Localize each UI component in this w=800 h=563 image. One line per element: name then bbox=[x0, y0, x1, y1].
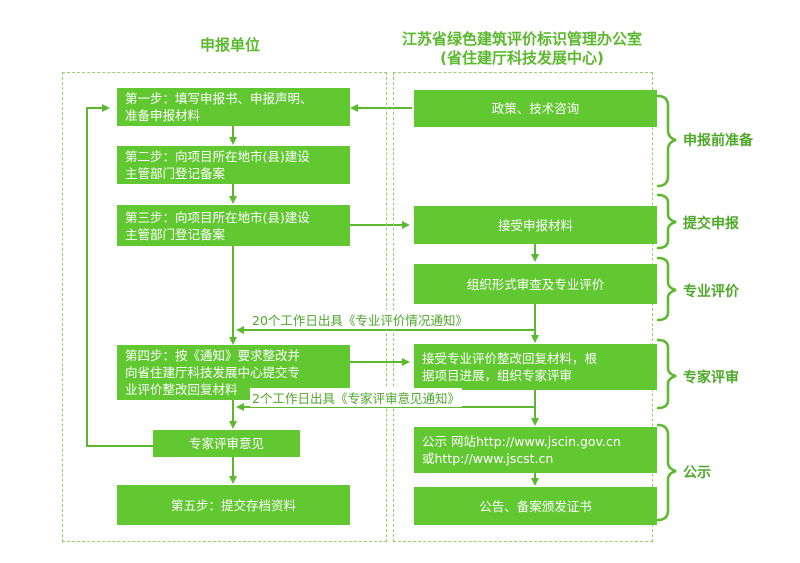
arrow-loop-back-step1 bbox=[86, 104, 153, 447]
step4-line1: 第四步：按《通知》要求整改并 bbox=[125, 348, 301, 363]
certificate-label: 公告、备案颁发证书 bbox=[479, 498, 592, 514]
step2-line2: 主管部门登记备案 bbox=[125, 166, 226, 181]
phase-review: 专业评价 bbox=[683, 284, 739, 300]
publicity-line1: 公示 网站http://www.jscin.gov.cn bbox=[422, 434, 621, 449]
bracket-submit bbox=[656, 193, 677, 250]
receive-box: 接受申报材料 bbox=[414, 206, 657, 244]
expert-review-box: 接受专业评价整改回复材料，根 据项目进展，组织专家评审 bbox=[414, 344, 657, 390]
expert-review-line1: 接受专业评价整改回复材料，根 bbox=[422, 351, 598, 366]
receive-label: 接受申报材料 bbox=[497, 217, 573, 233]
phase-expert: 专家评审 bbox=[683, 370, 739, 386]
step2-box: 第二步：向项目所在地市(县)建设 主管部门登记备案 bbox=[117, 146, 350, 184]
expert-opinion-box: 专家评审意见 bbox=[153, 430, 300, 457]
step1-line2: 准备申报材料 bbox=[125, 108, 201, 123]
right-column-title: 江苏省绿色建筑评价标识管理办公室 (省住建厅科技发展中心) bbox=[372, 30, 672, 68]
step1-box: 第一步：填写申报书、申报声明、 准备申报材料 bbox=[117, 88, 350, 126]
expert-opinion-label: 专家评审意见 bbox=[188, 436, 264, 451]
expert-review-line2: 据项目进展，组织专家评审 bbox=[422, 368, 573, 383]
consult-label: 政策、技术咨询 bbox=[491, 101, 580, 116]
left-column-title: 申报单位 bbox=[199, 36, 260, 54]
step3-box: 第三步：向项目所在地市(县)建设 主管部门登记备案 bbox=[117, 205, 350, 246]
review-box: 组织形式审查及专业评价 bbox=[414, 264, 657, 304]
notice1-label: 20个工作日出具《专业评价情况通知》 bbox=[250, 310, 470, 329]
consult-box: 政策、技术咨询 bbox=[414, 90, 657, 127]
right-column-title-line1: 江苏省绿色建筑评价标识管理办公室 bbox=[401, 30, 642, 48]
phase-prep: 申报前准备 bbox=[683, 133, 753, 149]
step1-line1: 第一步：填写申报书、申报声明、 bbox=[125, 91, 313, 106]
step2-line1: 第二步：向项目所在地市(县)建设 bbox=[125, 149, 310, 164]
step4-line3: 业评价整改回复材料 bbox=[125, 382, 238, 397]
step3-line1: 第三步：向项目所在地市(县)建设 bbox=[125, 209, 310, 225]
step5-box: 第五步：提交存档资料 bbox=[117, 485, 350, 525]
publicity-line2: 或http://www.jscst.cn bbox=[422, 451, 554, 466]
right-region bbox=[393, 72, 653, 542]
bracket-prep bbox=[656, 94, 677, 188]
bracket-review bbox=[656, 256, 677, 322]
certificate-box: 公告、备案颁发证书 bbox=[414, 487, 657, 525]
phase-publicity: 公示 bbox=[683, 465, 711, 481]
step5-label: 第五步：提交存档资料 bbox=[170, 497, 296, 513]
step4-line2: 向省住建厅科技发展中心提交专 bbox=[125, 365, 301, 380]
step3-line2: 主管部门登记备案 bbox=[125, 226, 226, 242]
notice2-label: 2个工作日出具《专家评审意见通知》 bbox=[250, 388, 462, 407]
bracket-expert bbox=[656, 338, 677, 410]
phase-submit: 提交申报 bbox=[683, 216, 739, 232]
right-column-title-line2: (省住建厅科技发展中心) bbox=[440, 49, 604, 67]
bracket-publicity bbox=[656, 423, 677, 522]
publicity-box: 公示 网站http://www.jscin.gov.cn 或http://www… bbox=[414, 427, 657, 473]
left-region bbox=[62, 72, 387, 542]
review-label: 组织形式审查及专业评价 bbox=[466, 276, 605, 292]
